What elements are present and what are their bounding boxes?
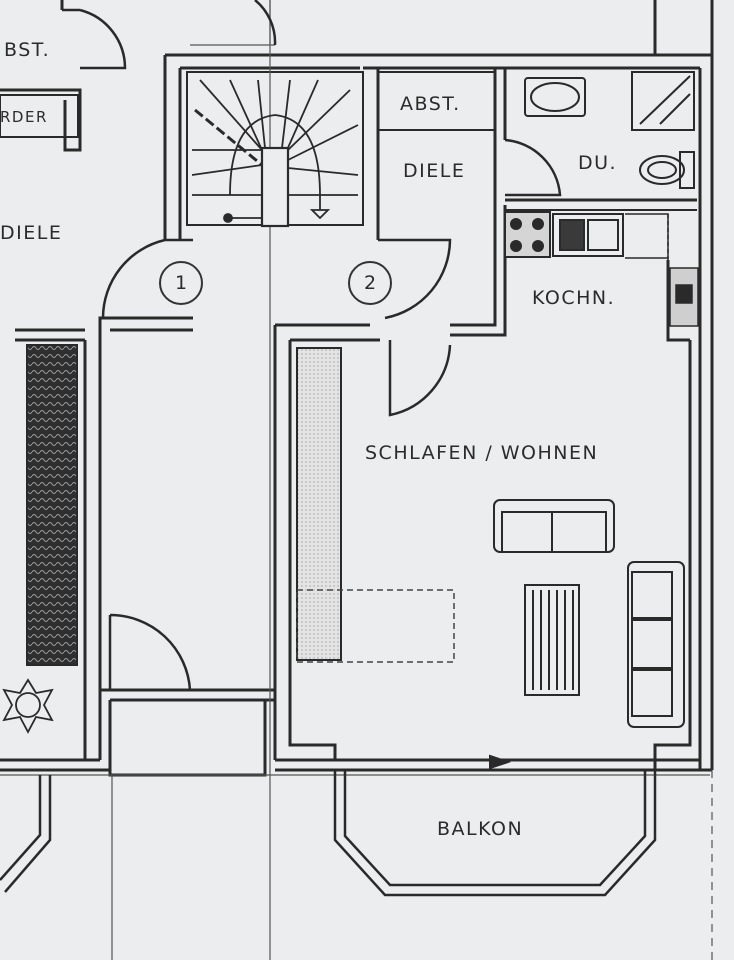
neighbour-balcony	[0, 775, 52, 893]
room-abst: ABST.	[400, 93, 461, 115]
room-diele-left: DIELE	[0, 222, 63, 244]
guide-lines	[0, 0, 713, 960]
room-schlafen-wohnen: SCHLAFEN / WOHNEN	[365, 442, 599, 464]
room-kochn: KOCHN.	[532, 287, 616, 309]
stove-icon	[504, 211, 551, 258]
wardrobe	[296, 347, 342, 661]
left-abst-box	[0, 94, 79, 138]
room-abst-left: BST.	[4, 39, 51, 61]
walls	[0, 0, 714, 777]
plant-icon	[2, 678, 54, 734]
balcony-door-arrow	[489, 754, 512, 770]
room-balkon: BALKON	[437, 818, 524, 840]
kitchen-sink-icon	[552, 213, 624, 257]
radiator-icon	[524, 584, 580, 696]
staircase-icon	[191, 79, 359, 228]
door-number-1: 1	[159, 261, 203, 305]
wood-floor-strip	[26, 344, 78, 666]
room-flur-left: RDER	[0, 108, 48, 126]
doors	[62, 0, 562, 692]
armchair-icon	[627, 561, 685, 728]
balcony	[333, 770, 657, 897]
shower-icon	[631, 71, 695, 131]
sofa-icon	[493, 499, 615, 553]
sink-icon	[524, 77, 586, 117]
room-du: DU.	[578, 152, 618, 174]
door-number-2: 2	[348, 261, 392, 305]
bed-outline	[296, 589, 455, 663]
toilet-icon	[639, 151, 695, 189]
counter	[625, 213, 699, 327]
room-diele: DIELE	[403, 160, 466, 182]
